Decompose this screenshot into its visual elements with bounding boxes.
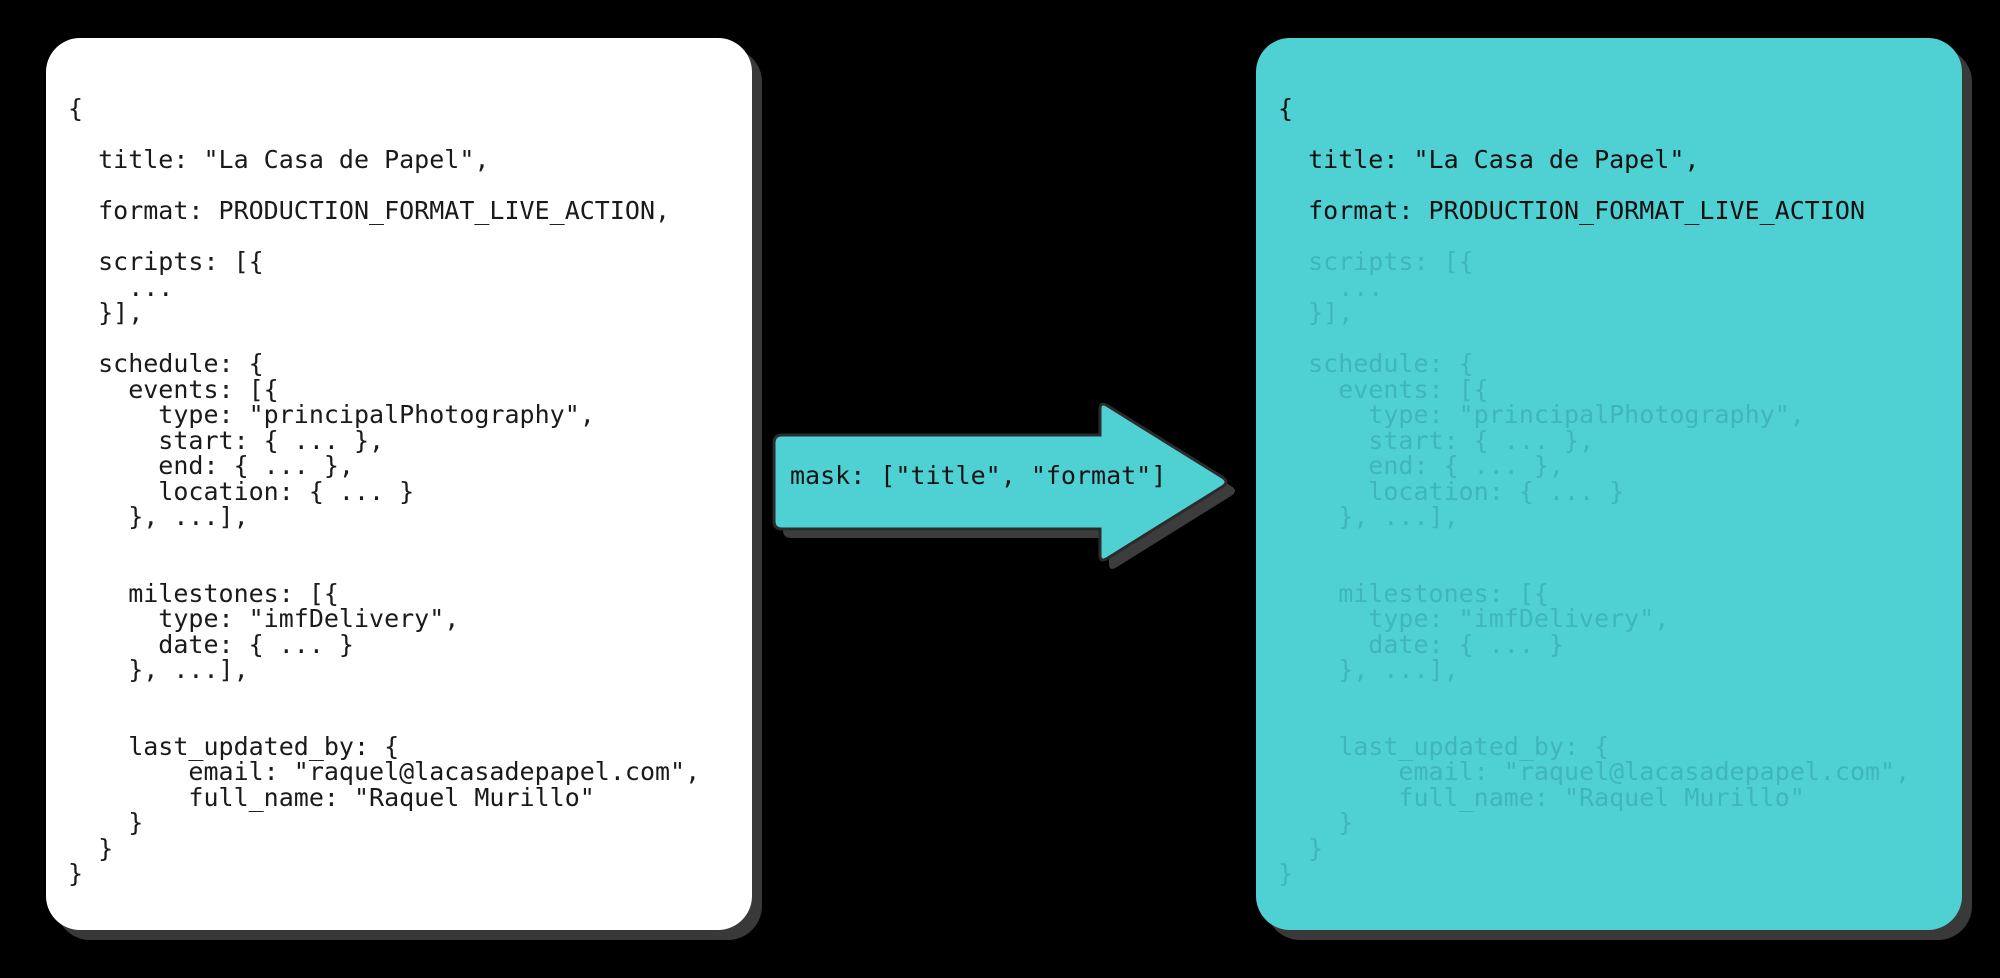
code-line: }	[1278, 833, 1324, 863]
code-line: schedule: {	[68, 349, 264, 378]
code-line: events: [{	[68, 374, 279, 404]
code-line: location: { ... }	[68, 476, 415, 506]
code-line	[1278, 683, 1962, 709]
code-line: start: { ... },	[68, 425, 385, 455]
code-line	[68, 555, 752, 581]
code-line	[68, 224, 752, 250]
code-line: type: "imfDelivery",	[68, 604, 460, 633]
code-line: scripts: [{	[1278, 247, 1474, 276]
code-line: title: "La Casa de Papel",	[68, 145, 490, 174]
input-payload-card: { title: "La Casa de Papel", format: PRO…	[46, 38, 752, 930]
code-line: }	[1278, 808, 1354, 837]
code-line: type: "imfDelivery",	[1278, 604, 1670, 633]
code-line: }, ...],	[1278, 655, 1459, 684]
code-line	[1278, 708, 1962, 734]
code-line: format: PRODUCTION_FORMAT_LIVE_ACTION	[1278, 196, 1865, 225]
code-line	[68, 683, 752, 709]
code-line: events: [{	[1278, 374, 1489, 404]
code-line: {	[68, 94, 84, 123]
code-line	[68, 708, 752, 734]
code-line	[1278, 530, 1962, 556]
code-line: end: { ... },	[1278, 451, 1564, 480]
code-line	[68, 122, 752, 148]
code-line	[68, 326, 752, 352]
arrow-shape	[772, 402, 1235, 569]
code-line: }	[68, 808, 144, 837]
code-line: last_updated_by: {	[68, 731, 400, 761]
code-line: schedule: {	[1278, 349, 1474, 378]
code-line	[1278, 555, 1962, 581]
code-line	[1278, 122, 1962, 148]
code-line	[1278, 326, 1962, 352]
code-line: }],	[1278, 298, 1354, 327]
code-line: milestones: [{	[1278, 578, 1549, 608]
code-line: last_updated_by: {	[1278, 731, 1610, 761]
code-line: ...	[68, 272, 174, 302]
code-line: }],	[68, 298, 144, 327]
code-line	[1278, 224, 1962, 250]
code-line: format: PRODUCTION_FORMAT_LIVE_ACTION,	[68, 196, 671, 225]
code-line: }, ...],	[1278, 502, 1459, 531]
code-line: date: { ... }	[68, 629, 354, 659]
code-line	[68, 530, 752, 556]
code-line: }	[68, 833, 114, 863]
code-line: full_name: "Raquel Murillo"	[1278, 782, 1805, 812]
code-line: ...	[1278, 272, 1384, 302]
masked-payload-code: { title: "La Casa de Papel", format: PRO…	[1278, 96, 1962, 887]
code-line: {	[1278, 94, 1294, 123]
code-line: location: { ... }	[1278, 476, 1625, 506]
masked-payload-card: { title: "La Casa de Papel", format: PRO…	[1256, 38, 1962, 930]
code-line	[1278, 173, 1962, 199]
code-line: title: "La Casa de Papel",	[1278, 145, 1700, 174]
code-line: scripts: [{	[68, 247, 264, 276]
code-line: email: "raquel@lacasadepapel.com",	[68, 757, 701, 786]
code-line: type: "principalPhotography",	[68, 400, 595, 429]
mask-arrow	[770, 402, 1236, 569]
code-line: }, ...],	[68, 502, 249, 531]
code-line: start: { ... },	[1278, 425, 1595, 455]
code-line: date: { ... }	[1278, 629, 1564, 659]
code-line: email: "raquel@lacasadepapel.com",	[1278, 757, 1911, 786]
code-line: }, ...],	[68, 655, 249, 684]
code-line: }	[68, 859, 84, 888]
code-line	[68, 173, 752, 199]
code-line: type: "principalPhotography",	[1278, 400, 1805, 429]
code-line: full_name: "Raquel Murillo"	[68, 782, 595, 812]
code-line: }	[1278, 859, 1294, 888]
input-payload-code: { title: "La Casa de Papel", format: PRO…	[68, 96, 752, 887]
code-line: end: { ... },	[68, 451, 354, 480]
code-line: milestones: [{	[68, 578, 339, 608]
